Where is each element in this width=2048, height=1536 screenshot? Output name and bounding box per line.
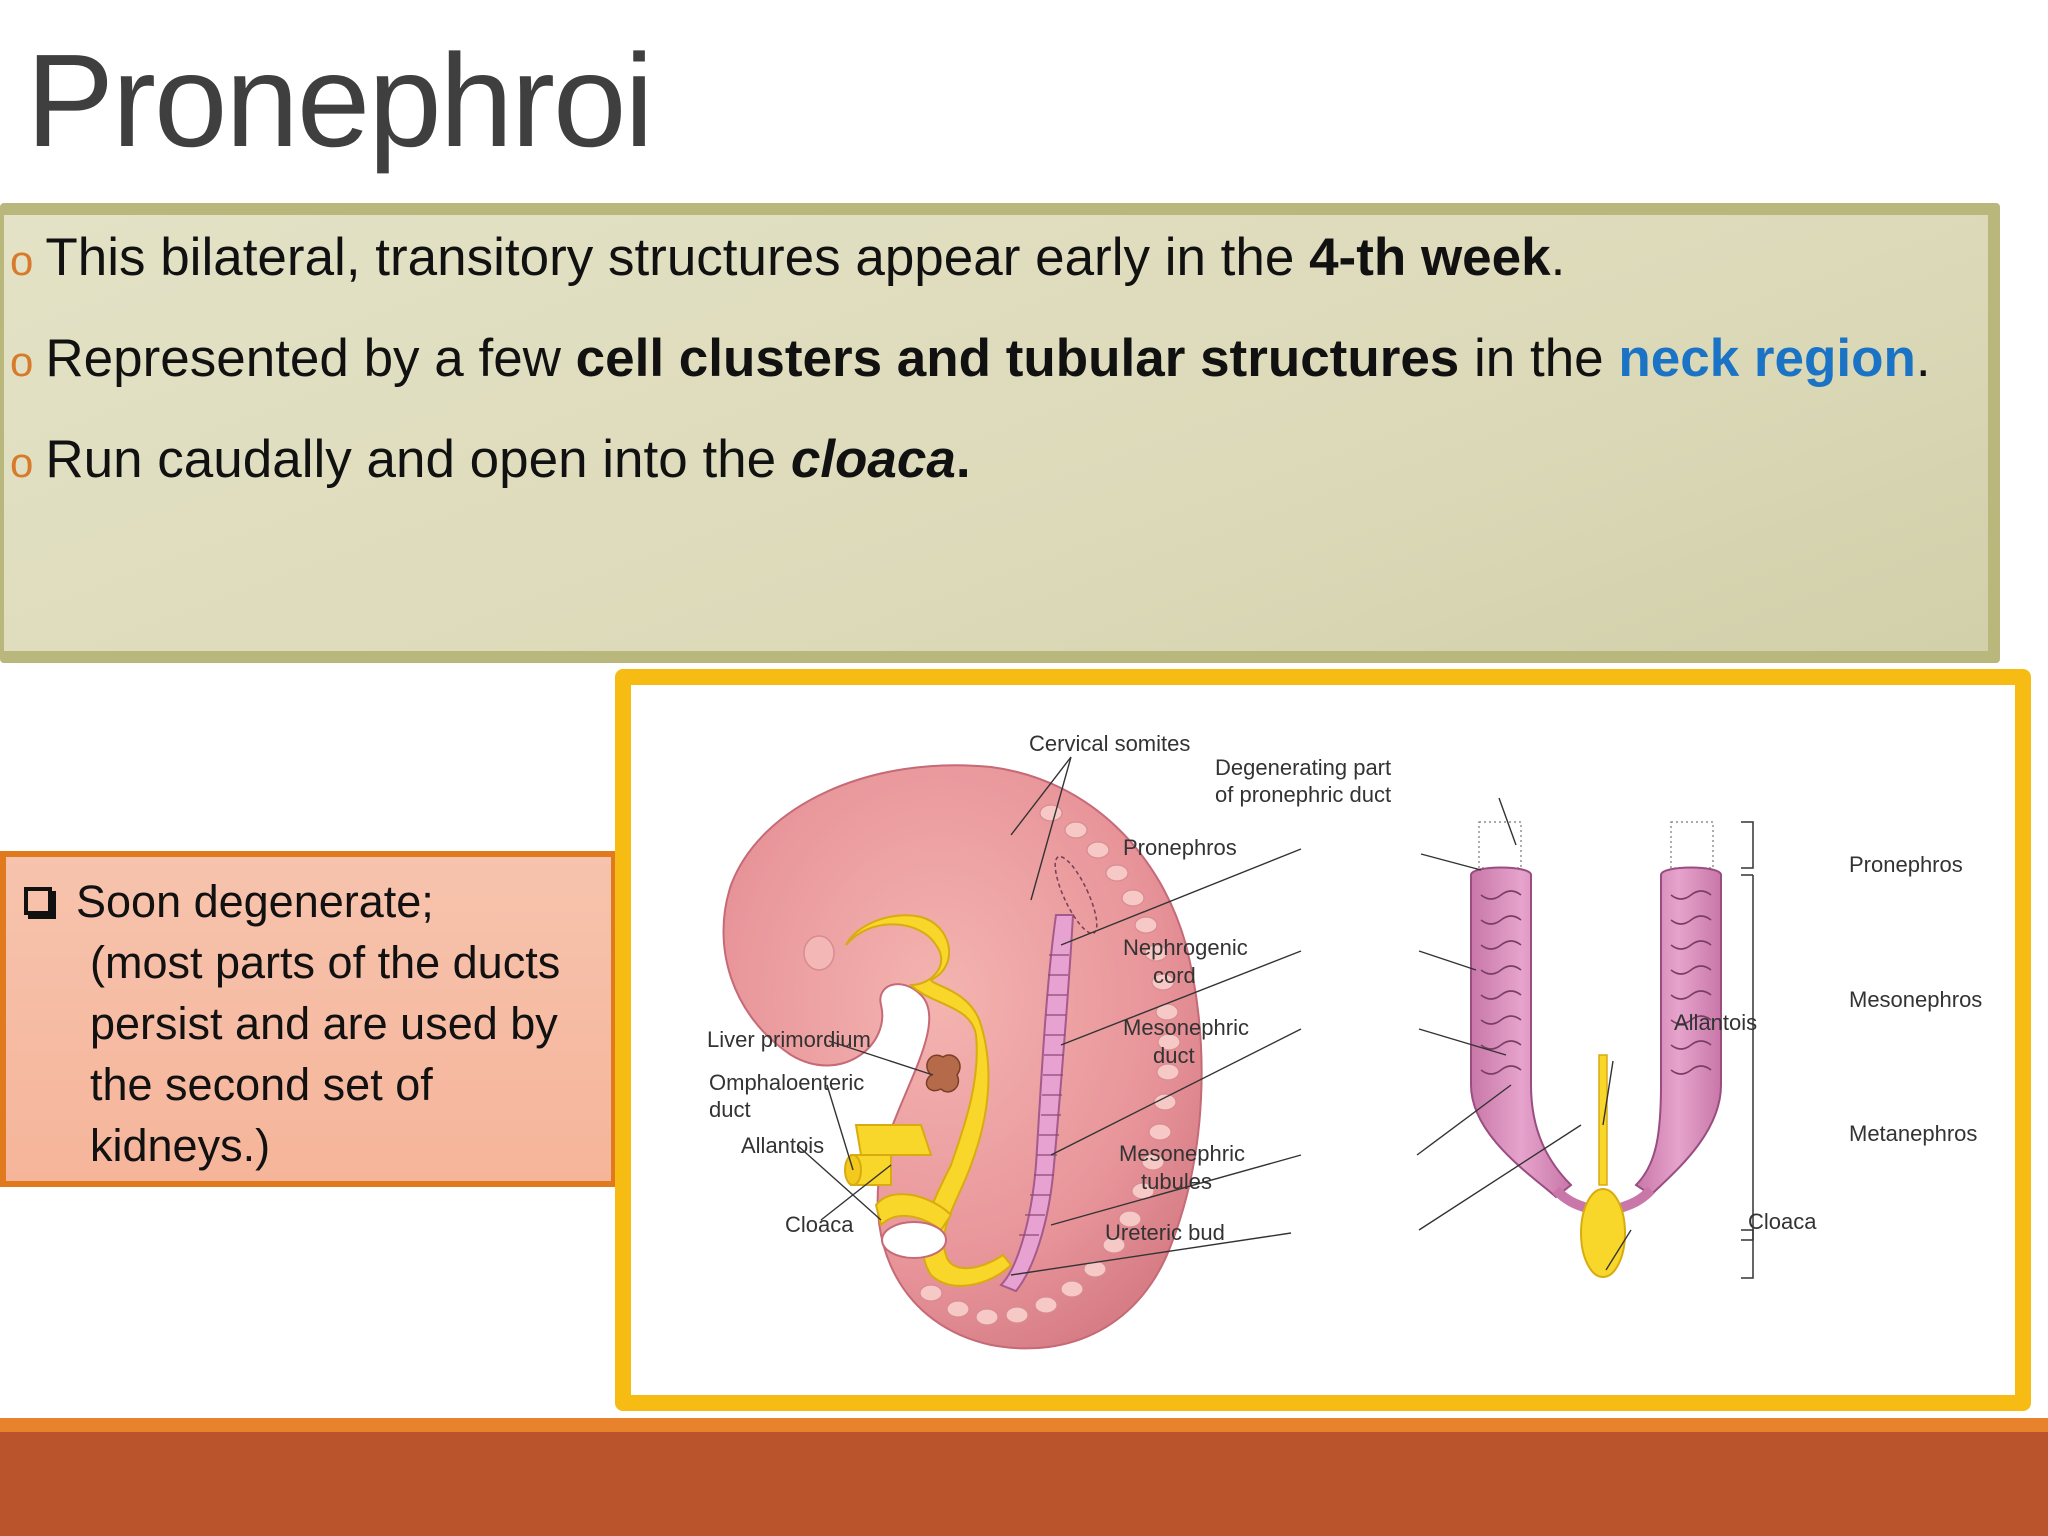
bullet-1-emphasis: 4-th week [1309, 228, 1551, 287]
degeneration-note-box: Soon degenerate; (most parts of the duct… [0, 851, 617, 1187]
bullet-circle-icon: o [10, 236, 34, 284]
label-duct: duct [1153, 1043, 1195, 1068]
note-line-1-text: Soon degenerate; [76, 876, 434, 927]
slide-title: Pronephroi [26, 27, 654, 174]
bullet-3-end: . [955, 430, 971, 489]
checkbox-bullet-icon [24, 887, 52, 915]
label-omph-duct: duct [709, 1097, 751, 1122]
embryo-kidney-figure: Cervical somites Degenerating part of pr… [615, 669, 2031, 1411]
slide-footer-bar [0, 1432, 2048, 1536]
label-pronephros-left: Pronephros [1123, 835, 1237, 860]
label-allantois-left: Allantois [741, 1133, 824, 1158]
kidney-development-diagram: Cervical somites Degenerating part of pr… [707, 731, 1982, 1350]
bullet-1-text: This bilateral, transitory structures ap… [45, 228, 1310, 287]
bullet-3-text: Run caudally and open into the [45, 430, 791, 489]
kidney-bracket [1741, 821, 1754, 1279]
leader-lines [796, 756, 1632, 1276]
label-allantois-right: Allantois [1674, 1010, 1757, 1035]
embryo-illustration [722, 764, 1203, 1350]
kidney-tubules [1480, 890, 1712, 1075]
bullet-2-mid: in the [1459, 329, 1619, 388]
bullet-circle-icon: o [10, 337, 34, 385]
note-line-2: (most parts of the ducts [90, 937, 561, 988]
kidney-column-diagram [1470, 821, 1754, 1279]
label-degenerating-part: Degenerating part [1215, 755, 1391, 780]
bullet-1-end: . [1550, 228, 1566, 287]
note-line-3: persist and are used by [90, 998, 558, 1049]
bullet-2-end: . [1915, 329, 1931, 388]
note-line-1: Soon degenerate; [24, 871, 599, 932]
label-pronephros-right: Pronephros [1849, 852, 1963, 877]
note-line-5: kidneys.) [90, 1120, 271, 1171]
bullet-2-highlight: neck region [1618, 329, 1916, 388]
bullet-circle-icon: o [10, 438, 34, 486]
footer-accent-line [0, 1418, 2048, 1432]
note-line-4: the second set of [90, 1059, 433, 1110]
bullet-2-emphasis: cell clusters and tubular structures [575, 329, 1460, 388]
label-mesonephric-duct: Mesonephric [1123, 1015, 1249, 1040]
label-cloaca-right: Cloaca [1748, 1209, 1817, 1234]
label-mesonephros: Mesonephros [1849, 987, 1982, 1012]
label-cloaca-left: Cloaca [785, 1212, 854, 1237]
tubule-marks [1019, 954, 1069, 1236]
bullet-3-emphasis: cloaca [790, 430, 956, 489]
label-cord: cord [1153, 963, 1196, 988]
label-omphaloenteric: Omphaloenteric [709, 1070, 864, 1095]
label-mesonephric-tubules: Mesonephric [1119, 1141, 1245, 1166]
label-metanephros: Metanephros [1849, 1121, 1977, 1146]
label-ureteric-bud: Ureteric bud [1105, 1220, 1225, 1245]
label-cervical-somites: Cervical somites [1029, 731, 1190, 756]
somites [919, 804, 1181, 1326]
bullet-2-text: Represented by a few [45, 329, 576, 388]
label-nephrogenic: Nephrogenic [1123, 935, 1248, 960]
label-of-pronephric-duct: of pronephric duct [1215, 782, 1391, 807]
label-liver-primordium: Liver primordium [707, 1027, 871, 1052]
label-tubules: tubules [1141, 1169, 1212, 1194]
